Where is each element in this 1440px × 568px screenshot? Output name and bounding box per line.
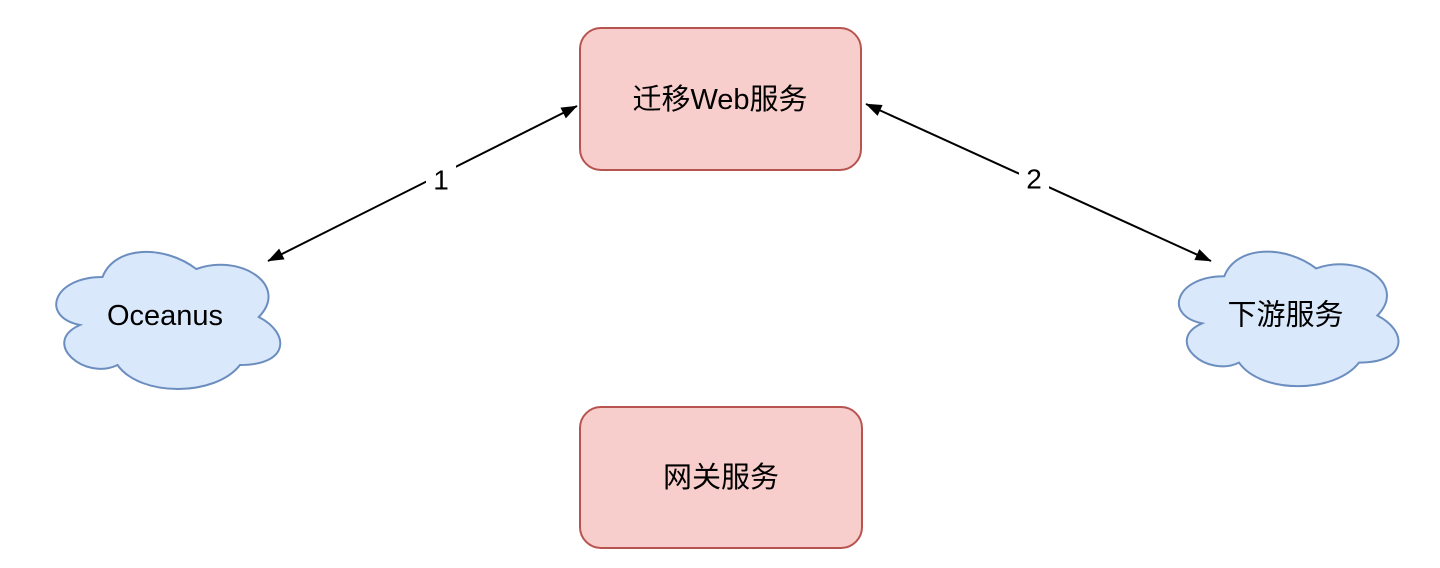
edge-1-label: 1 [433,165,449,196]
node-oceanus[interactable]: Oceanus [55,251,282,390]
edge-2-label: 2 [1026,164,1042,195]
gateway-service-label: 网关服务 [663,461,779,494]
edge-migration-downstream[interactable]: 2 [865,103,1212,262]
node-migration-web-service[interactable]: 迁移Web服务 [579,27,862,171]
downstream-service-label: 下游服务 [1227,299,1343,332]
node-downstream-service[interactable]: 下游服务 [1177,250,1400,388]
migration-web-service-shape[interactable] [579,27,862,171]
downstream-service-cloud-shape[interactable] [1177,250,1400,388]
oceanus-cloud-shape[interactable] [55,251,282,390]
migration-web-service-label: 迁移Web服务 [632,83,807,116]
edge-oceanus-migration[interactable]: 1 [267,105,578,262]
edge-1-line[interactable] [267,105,578,262]
node-gateway-service[interactable]: 网关服务 [579,406,863,549]
oceanus-label: Oceanus [107,300,223,332]
edge-2-label-background [1019,159,1049,197]
edge-1-label-background [426,160,456,198]
gateway-service-shape[interactable] [579,406,863,549]
